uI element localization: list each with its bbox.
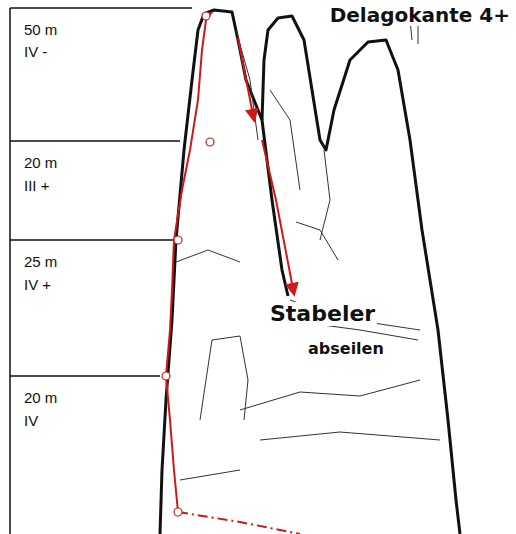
pitch-length: 50 m — [22, 22, 59, 39]
pitch-grade: IV — [22, 413, 40, 430]
place-name: Stabeler — [268, 302, 377, 326]
pitch-scale — [10, 8, 192, 534]
pitch-length: 20 m — [22, 390, 59, 407]
climbing-route — [166, 12, 300, 534]
pitch-grade: IV + — [22, 277, 53, 294]
rock-outline — [160, 10, 460, 534]
route-title: Delagokante 4+ — [328, 4, 512, 26]
route-note: abseilen — [306, 340, 386, 358]
pitch-length: 20 m — [22, 155, 59, 172]
pitch-length: 25 m — [22, 254, 59, 271]
belay-points — [162, 12, 214, 516]
rock-detail — [176, 20, 440, 480]
pitch-grade: III + — [22, 178, 51, 195]
pitch-grade: IV - — [22, 44, 49, 61]
